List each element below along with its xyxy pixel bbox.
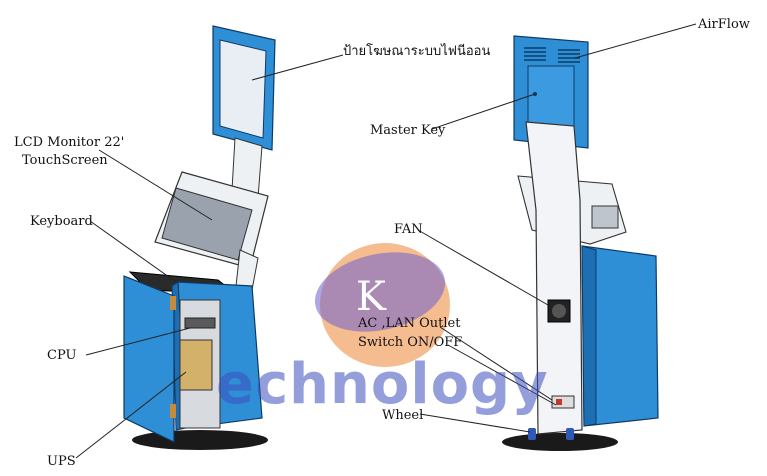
power-switch-shape [556, 399, 562, 405]
door-hinge-bottom [170, 404, 176, 418]
left-signage-screen [219, 39, 267, 139]
ups-label: UPS [47, 454, 76, 469]
right-column [525, 121, 583, 435]
left-base-shadow [132, 430, 268, 450]
right-cabinet-edge [581, 245, 597, 427]
technology-watermark-text: echnology [216, 352, 549, 417]
right-kiosk [502, 35, 659, 451]
lcd-monitor-label: LCD Monitor 22' [14, 135, 125, 150]
airflow-label: AirFlow [698, 17, 750, 32]
fan-grill [552, 304, 566, 318]
left-cabinet-door [123, 275, 175, 443]
door-hinge-top [170, 296, 176, 310]
logo-k-letter: K [356, 274, 387, 320]
signage-label: ป้ายโฆษณาระบบไฟนีออน [343, 44, 491, 59]
right-base-shadow [502, 433, 618, 451]
left-kiosk [123, 25, 276, 450]
leader-lines [75, 23, 697, 459]
cpu-unit [184, 317, 216, 329]
technology-logo: K [314, 243, 450, 367]
wheel-left [528, 428, 536, 440]
fan-label: FAN [394, 222, 423, 237]
lcd-monitor-screen [161, 187, 253, 261]
right-monitor-vent [591, 205, 619, 229]
ac-lan-outlet-shape [551, 395, 575, 409]
ups-unit [179, 339, 213, 391]
touchscreen-label: TouchScreen [22, 153, 108, 168]
keyboard-label: Keyboard [30, 214, 93, 229]
left-column [235, 249, 259, 291]
ac-lan-outlet-label: AC ,LAN Outlet [358, 316, 461, 331]
cpu-label: CPU [47, 348, 77, 363]
logo-purple-swoosh [314, 252, 446, 332]
master-key-label: Master Key [370, 123, 446, 138]
switch-label: Switch ON/OFF [358, 335, 463, 350]
wheel-label: Wheel [382, 408, 424, 423]
wheel-right [566, 428, 574, 440]
